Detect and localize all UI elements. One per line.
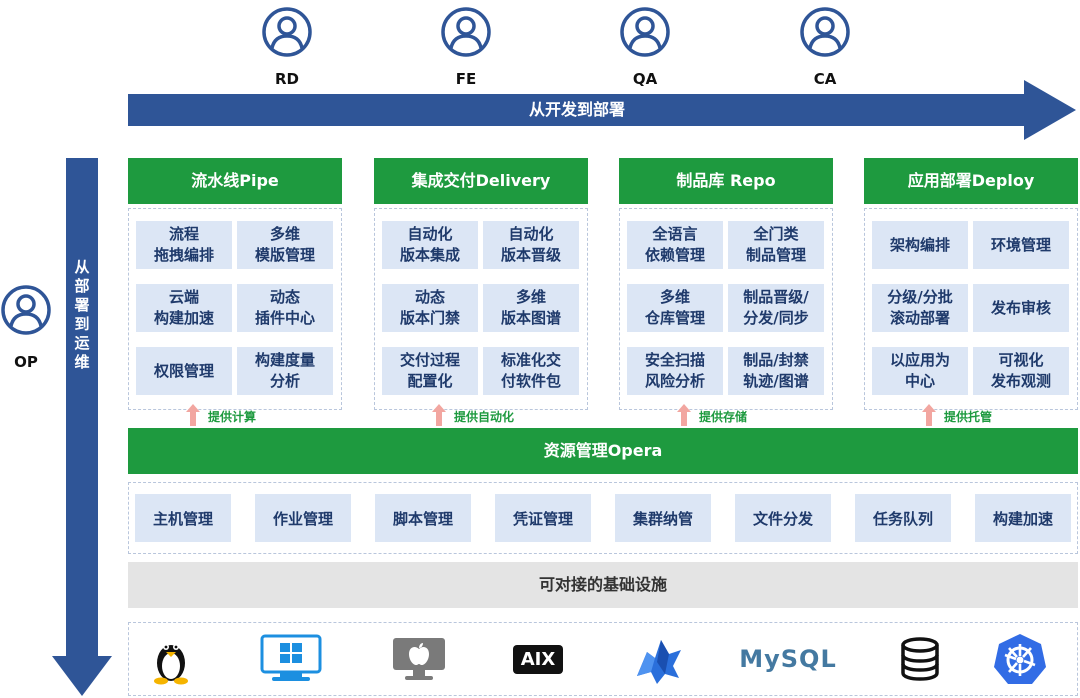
side-arrow-char: 到	[74, 315, 90, 333]
capability-cell[interactable]: 架构编排	[872, 221, 968, 269]
capability-cell[interactable]: 全语言 依赖管理	[627, 221, 723, 269]
role-ca	[799, 6, 851, 62]
role-label-rd: RD	[274, 70, 299, 88]
role-fe	[440, 6, 492, 62]
side-arrow-char: 署	[74, 296, 90, 314]
module-header: 集成交付Delivery	[374, 158, 588, 204]
provide-label: 提供托管	[944, 410, 993, 424]
capability-cell[interactable]: 可视化 发布观测	[973, 347, 1069, 395]
side-arrow-char: 维	[74, 353, 90, 371]
apple-logo	[387, 630, 451, 688]
capability-cell[interactable]: 交付过程 配置化	[382, 347, 478, 395]
mysql-logo: MySQL	[733, 630, 843, 688]
provide-label: 提供存储	[699, 410, 748, 424]
role-label-op: OP	[14, 353, 38, 371]
resource-cell[interactable]: 任务队列	[855, 494, 951, 542]
database-logo	[888, 630, 952, 688]
top-arrow-label: 从开发到部署	[528, 100, 625, 119]
role-label-ca: CA	[813, 70, 837, 88]
kylin-logo	[626, 630, 690, 688]
opera-bar: 资源管理Opera	[128, 428, 1078, 474]
capability-cell[interactable]: 多维 版本图谱	[483, 284, 579, 332]
role-op	[0, 284, 52, 340]
side-arrow-char: 从	[74, 258, 90, 276]
resource-cell[interactable]: 文件分发	[735, 494, 831, 542]
capability-cell[interactable]: 自动化 版本晋级	[483, 221, 579, 269]
windows-logo	[259, 630, 323, 688]
role-rd	[261, 6, 313, 62]
capability-cell[interactable]: 自动化 版本集成	[382, 221, 478, 269]
user-circle-icon	[262, 7, 312, 57]
role-label-qa: QA	[632, 70, 658, 88]
provide-label: 提供自动化	[454, 410, 515, 424]
kubernetes-logo	[988, 630, 1052, 688]
capability-cell[interactable]: 环境管理	[973, 221, 1069, 269]
capability-cell[interactable]: 制品/封禁 轨迹/图谱	[728, 347, 824, 395]
capability-cell[interactable]: 标准化交 付软件包	[483, 347, 579, 395]
capability-cell[interactable]: 全门类 制品管理	[728, 221, 824, 269]
side-arrow-head	[52, 656, 112, 696]
up-arrow-icon	[677, 404, 691, 430]
top-arrow	[128, 94, 1026, 126]
user-circle-icon	[620, 7, 670, 57]
capability-cell[interactable]: 安全扫描 风险分析	[627, 347, 723, 395]
linux-logo	[139, 630, 203, 688]
resource-cell[interactable]: 脚本管理	[375, 494, 471, 542]
capability-cell[interactable]: 发布审核	[973, 284, 1069, 332]
capability-cell[interactable]: 权限管理	[136, 347, 232, 395]
user-circle-icon	[441, 7, 491, 57]
mysql-text: MySQL	[739, 645, 837, 673]
user-circle-icon	[800, 7, 850, 57]
top-arrow-head	[1024, 80, 1076, 140]
capability-cell[interactable]: 流程 拖拽编排	[136, 221, 232, 269]
infra-bar: 可对接的基础设施	[128, 562, 1078, 608]
aix-logo: AIX	[510, 630, 566, 688]
capability-cell[interactable]: 多维 仓库管理	[627, 284, 723, 332]
module-header: 制品库 Repo	[619, 158, 833, 204]
up-arrow-icon	[922, 404, 936, 430]
capability-cell[interactable]: 构建度量 分析	[237, 347, 333, 395]
side-arrow-label: 从部署到运维	[66, 258, 98, 372]
resource-panel	[128, 482, 1078, 554]
resource-cell[interactable]: 主机管理	[135, 494, 231, 542]
resource-cell[interactable]: 作业管理	[255, 494, 351, 542]
capability-cell[interactable]: 云端 构建加速	[136, 284, 232, 332]
module-header: 应用部署Deploy	[864, 158, 1078, 204]
module-header: 流水线Pipe	[128, 158, 342, 204]
role-label-fe: FE	[455, 70, 477, 88]
side-arrow-char: 部	[74, 277, 90, 295]
up-arrow-icon	[186, 404, 200, 430]
role-qa	[619, 6, 671, 62]
capability-cell[interactable]: 多维 模版管理	[237, 221, 333, 269]
user-circle-icon	[1, 285, 51, 335]
side-arrow-char: 运	[74, 334, 90, 352]
capability-cell[interactable]: 动态 版本门禁	[382, 284, 478, 332]
resource-cell[interactable]: 构建加速	[975, 494, 1071, 542]
capability-cell[interactable]: 制品晋级/ 分发/同步	[728, 284, 824, 332]
capability-cell[interactable]: 分级/分批 滚动部署	[872, 284, 968, 332]
up-arrow-icon	[432, 404, 446, 430]
provide-label: 提供计算	[208, 410, 257, 424]
aix-text: AIX	[512, 644, 564, 674]
side-arrow	[66, 158, 98, 658]
capability-cell[interactable]: 动态 插件中心	[237, 284, 333, 332]
logo-panel	[128, 622, 1078, 696]
resource-cell[interactable]: 凭证管理	[495, 494, 591, 542]
capability-cell[interactable]: 以应用为 中心	[872, 347, 968, 395]
resource-cell[interactable]: 集群纳管	[615, 494, 711, 542]
